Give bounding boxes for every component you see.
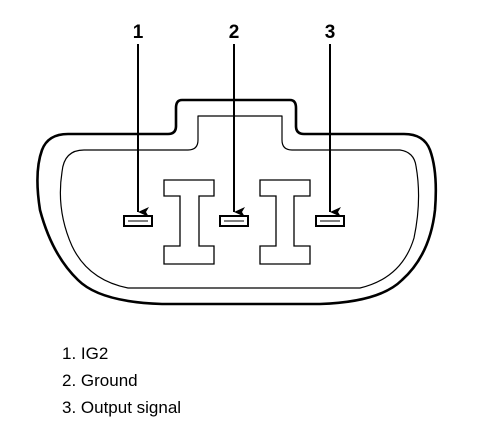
pin-1-terminal bbox=[123, 215, 153, 227]
legend-item-pin-1: 1. IG2 bbox=[62, 344, 109, 363]
connector-housing-inner bbox=[59, 115, 420, 289]
pin-3-terminal bbox=[315, 215, 345, 227]
pin-1-number: 1 bbox=[133, 22, 144, 43]
pin-3-number: 3 bbox=[325, 22, 336, 43]
pin-legend: 1. IG2 2. Ground 3. Output signal bbox=[62, 340, 181, 421]
pin-2-number: 2 bbox=[229, 22, 240, 43]
legend-item-pin-3: 3. Output signal bbox=[62, 398, 182, 417]
legend-item-pin-2: 2. Ground bbox=[62, 371, 138, 390]
pin-2-terminal bbox=[219, 215, 249, 227]
connector-housing-outer bbox=[36, 98, 438, 306]
connector-key-right bbox=[259, 179, 311, 265]
connector-key-left bbox=[163, 179, 215, 265]
